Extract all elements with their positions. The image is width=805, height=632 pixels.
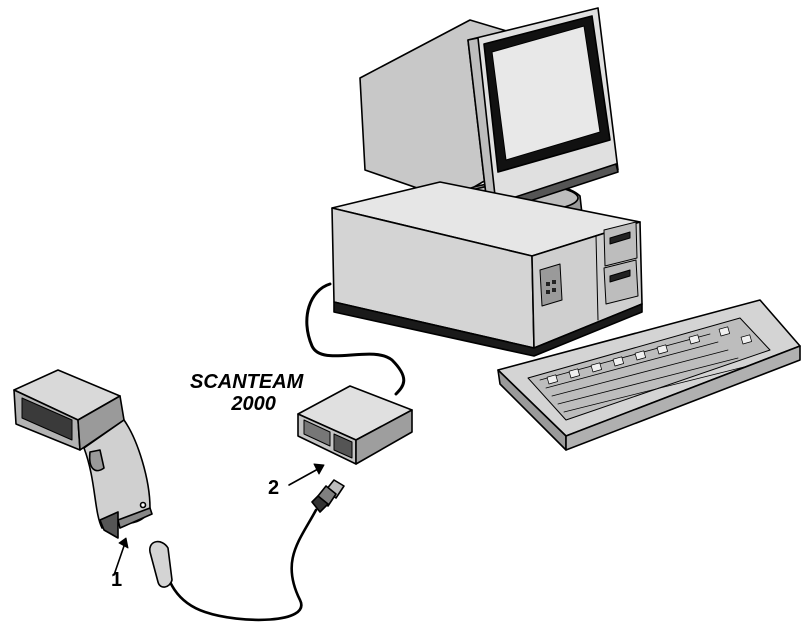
device-label: SCANTEAM 2000 (190, 372, 303, 414)
step-2-label: 2 (268, 478, 279, 498)
scanner-cable (150, 480, 344, 620)
handheld-scanner (14, 370, 152, 538)
step-2-arrow (289, 464, 324, 485)
system-unit (332, 182, 642, 356)
device-label-line-2: 2000 (190, 394, 303, 414)
step-1-label: 1 (111, 570, 122, 590)
device-label-line-1: SCANTEAM (190, 372, 303, 392)
scanteam-box (298, 386, 412, 464)
